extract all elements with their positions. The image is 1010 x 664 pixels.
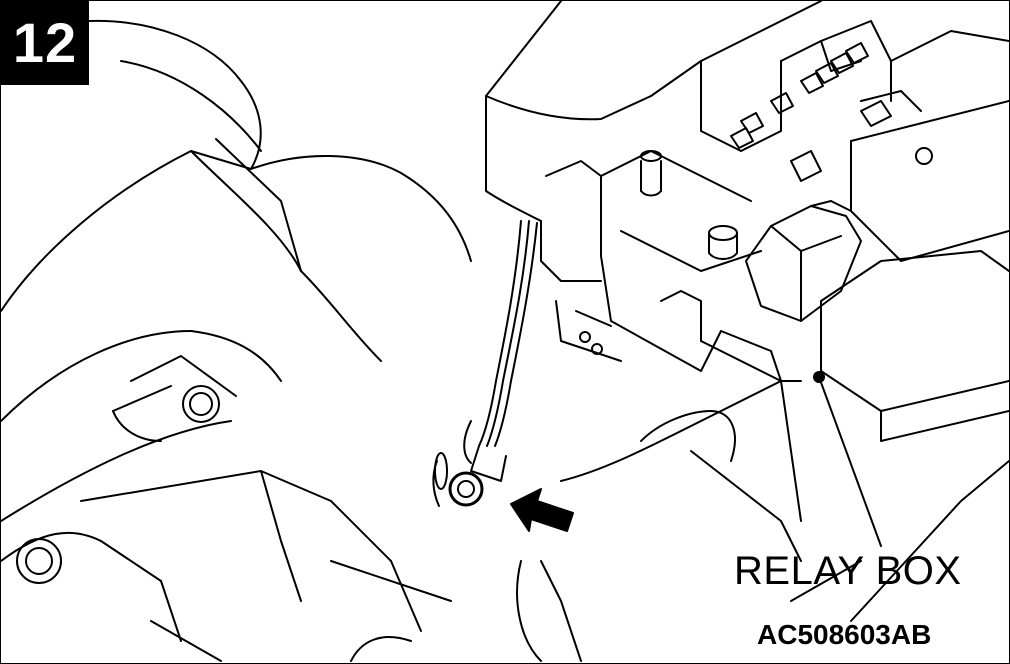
figure-code: AC508603AB [757, 619, 932, 650]
ground-terminal [432, 452, 484, 507]
relay-box-label: RELAY BOX [734, 549, 962, 593]
step-number-badge: 12 [1, 1, 89, 85]
relay-box-leader [813, 371, 882, 547]
dashboard-housing [1, 19, 472, 522]
relay-box-body [485, 1, 1009, 442]
lower-bracket [1, 470, 452, 662]
relay-box-lower-panel [555, 150, 782, 382]
wire-harness [463, 220, 538, 482]
side-panel [516, 380, 1009, 662]
direction-arrow [510, 488, 574, 532]
relay-connector [745, 200, 862, 322]
